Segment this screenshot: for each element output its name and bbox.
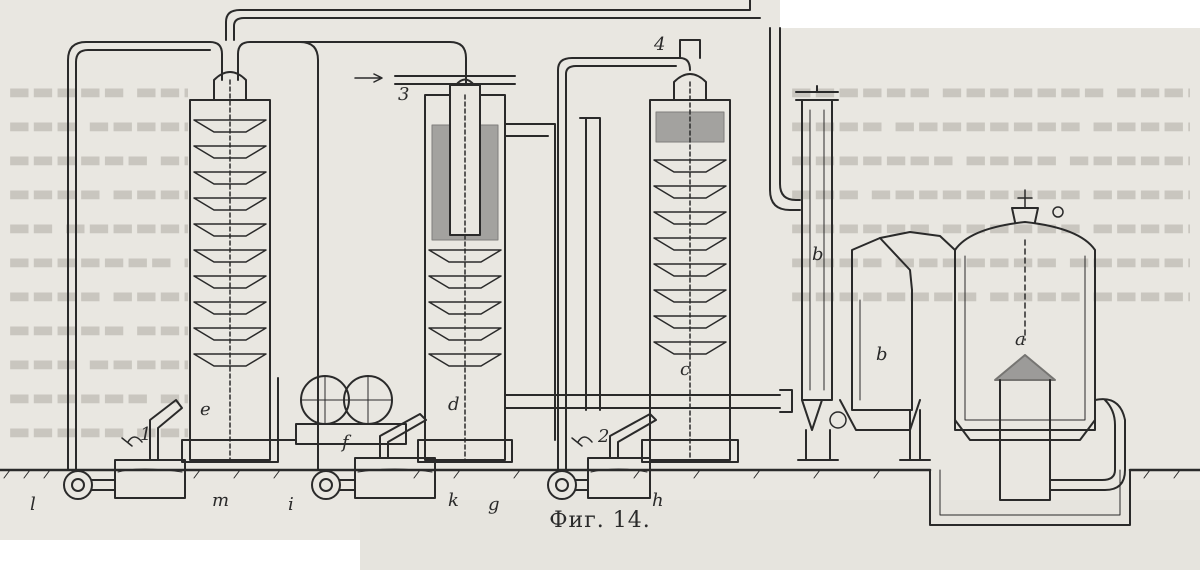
fan-g — [547, 470, 589, 500]
tower-d — [417, 78, 513, 463]
tower-c-trays — [653, 159, 727, 355]
tower-c — [641, 73, 739, 463]
bleed-through-right: ▬▬▬▬▬▬ ▬▬▬▬▬▬▬ ▬▬▬▬ ▬▬▬▬ ▬▬▬▬▬▬▬▬ ▬▬▬▬▬▬… — [790, 77, 1190, 309]
label-i: i — [288, 494, 294, 515]
label-3: 3 — [398, 84, 409, 105]
tank-k — [354, 413, 436, 499]
label-1: 1 — [140, 424, 151, 445]
label-m: m — [212, 490, 229, 511]
scan-paper-bottom — [360, 500, 1200, 570]
label-f: f — [340, 432, 352, 453]
tank-h — [587, 413, 657, 499]
label-a: a — [1015, 329, 1026, 350]
label-k: k — [448, 490, 459, 511]
fan-i — [311, 470, 356, 500]
tank-m — [114, 399, 186, 499]
bleed-through-left: ▬▬▬▬▬ ▬▬▬▬ ▬▬▬ ▬▬▬▬▬▬ ▬▬▬▬▬▬ ▬▬▬ ▬▬▬▬ ▬▬… — [8, 77, 188, 445]
labels: a b b c d e f g h i k l m 1 2 3 4 — [30, 34, 1026, 515]
valve-1 — [121, 436, 143, 447]
label-b-upper: b — [812, 244, 824, 265]
vent-stack-4 — [679, 39, 701, 59]
valve-2 — [571, 436, 593, 447]
label-2: 2 — [597, 426, 609, 447]
fan-l — [63, 470, 116, 500]
overhead-pipes — [67, 0, 801, 471]
connector-pipes — [504, 117, 793, 441]
label-d: d — [448, 394, 460, 415]
tower-e-trays — [193, 119, 267, 367]
inlet-pipe-3 — [354, 73, 516, 85]
furnace-a — [954, 189, 1126, 501]
tower-d-trays — [428, 249, 502, 367]
cooler-b-box — [829, 231, 956, 461]
pump-f — [277, 375, 407, 445]
label-l: l — [30, 494, 36, 515]
cooler-b-tube — [795, 85, 839, 461]
label-e: e — [200, 399, 211, 420]
label-g: g — [488, 494, 500, 515]
tower-e — [181, 71, 279, 463]
ground-line — [0, 468, 1200, 479]
furnace-foundation-pit — [929, 469, 1131, 526]
label-h: h — [652, 490, 664, 511]
label-c: c — [680, 359, 690, 380]
label-b-lower: b — [876, 344, 888, 365]
figure-caption: Фиг. 14. — [549, 508, 651, 533]
label-4: 4 — [653, 34, 665, 55]
